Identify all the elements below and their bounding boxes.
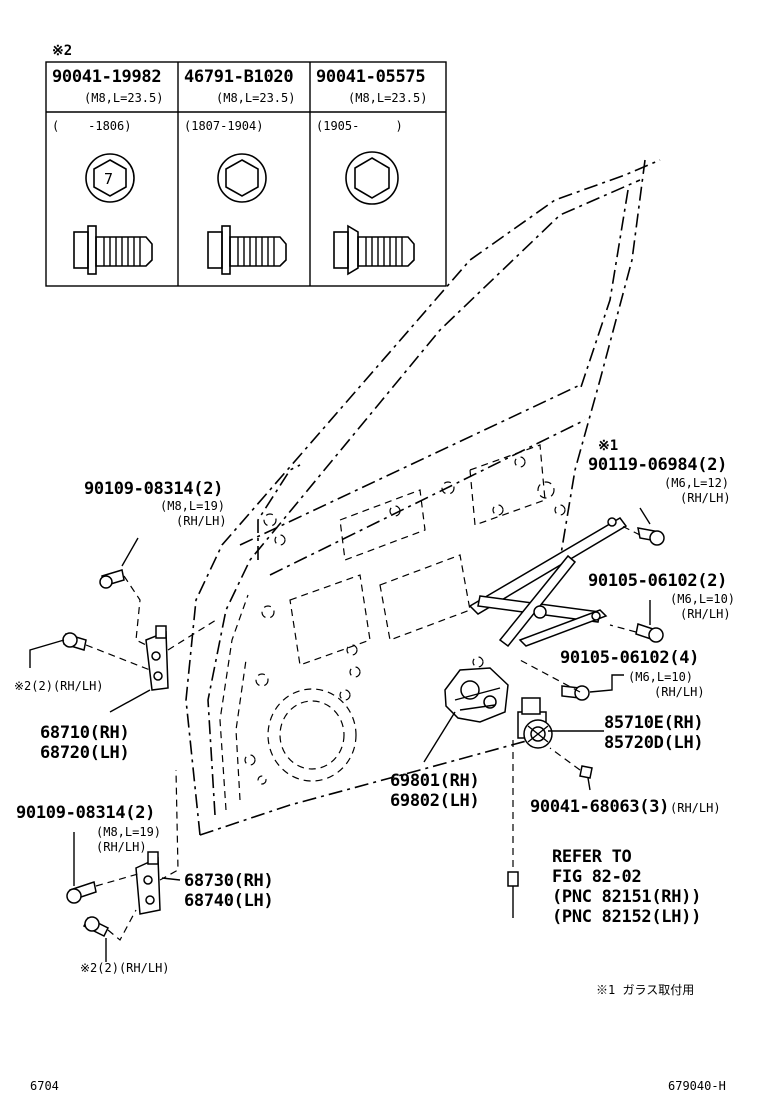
- regulator-arm-upper: [468, 517, 628, 615]
- label-90109a-side: (RH/LH): [176, 514, 227, 528]
- lower-hinge: [135, 851, 161, 915]
- label-90119-side: (RH/LH): [680, 491, 731, 505]
- bolt-note2-lower-icon: [82, 916, 110, 938]
- connector-plug: [507, 871, 519, 918]
- bolt-90105a-icon: [635, 623, 664, 643]
- label-69802: 69802(LH): [390, 791, 479, 811]
- label-90105b-side: (RH/LH): [654, 685, 705, 699]
- label-68740: 68740(LH): [184, 891, 273, 911]
- regulator-arm-cross: [498, 554, 577, 648]
- label-90109-08314-lower: 90109-08314(2): [16, 803, 155, 823]
- label-85710e: 85710E(RH): [604, 713, 703, 733]
- label-90041-68063: 90041-68063(3): [530, 797, 669, 817]
- label-90105-06102-2: 90105-06102(2): [588, 571, 727, 591]
- page-code-right: 679040-H: [668, 1079, 726, 1093]
- bolt-90109-upper-icon: [99, 569, 125, 589]
- label-90109a-spec: (M8,L=19): [160, 499, 225, 513]
- label-90105b-spec: (M6,L=10): [628, 670, 693, 684]
- label-90119-06984: 90119-06984(2): [588, 455, 727, 475]
- bolt-head-mark: 7: [104, 170, 113, 188]
- label-90109b-spec: (M8,L=19): [96, 825, 161, 839]
- part-labels: ※1 90119-06984(2) (M6,L=12) (RH/LH) 9010…: [14, 438, 735, 1093]
- label-note2-upper: ※2(2)(RH/LH): [14, 679, 104, 693]
- label-note2-lower: ※2(2)(RH/LH): [80, 961, 170, 975]
- regulator-motor: [517, 697, 553, 749]
- bolt-side-view-col1-icon: [73, 225, 153, 275]
- label-68710: 68710(RH): [40, 723, 129, 743]
- bolt-90041-icon: [579, 765, 593, 779]
- table-note-mark: ※2: [52, 43, 72, 59]
- table-border: [45, 61, 447, 287]
- refer-to-line1: REFER TO: [552, 847, 632, 867]
- bolt-head-top-view-col3-icon: [345, 151, 399, 205]
- label-68730: 68730(RH): [184, 871, 273, 891]
- page-code-left: 6704: [30, 1079, 59, 1093]
- bolt-head-top-view-col1-icon: 7: [85, 153, 135, 203]
- label-90109-08314-upper: 90109-08314(2): [84, 479, 223, 499]
- bolt-90109-lower-icon: [66, 881, 97, 904]
- col2-spec: (M8,L=23.5): [216, 91, 295, 105]
- bolt-note2-upper-icon: [62, 632, 87, 651]
- window-regulator: [468, 517, 628, 648]
- col3-part-number: 90041-05575: [316, 67, 425, 87]
- footnote-glass: ※1 ガラス取付用: [596, 983, 694, 997]
- glass-note-mark: ※1: [598, 438, 618, 454]
- front-door-outline: [185, 159, 661, 836]
- bolt-variant-table: ※2 90041-19982 (M8,L=23.5) 46791-B1020 (…: [45, 43, 447, 287]
- leader-lines: [29, 507, 651, 962]
- label-68720: 68720(LH): [40, 743, 129, 763]
- col3-spec: (M8,L=23.5): [348, 91, 427, 105]
- col1-part-number: 90041-19982: [52, 67, 161, 87]
- refer-to-line2: FIG 82-02: [552, 867, 641, 887]
- label-90105a-spec: (M6,L=10): [670, 592, 735, 606]
- bolt-90119-icon: [637, 527, 665, 546]
- label-90119-spec: (M6,L=12): [664, 476, 729, 490]
- upper-hinge: [145, 625, 169, 691]
- label-85720d: 85720D(LH): [604, 733, 703, 753]
- door-lock-assembly: [444, 667, 509, 723]
- bolt-side-view-col2-icon: [207, 225, 287, 275]
- bolt-90105b-icon: [561, 685, 590, 701]
- bolt-side-view-col3-icon: [333, 224, 415, 276]
- label-90109b-side: (RH/LH): [96, 840, 147, 854]
- label-69801: 69801(RH): [390, 771, 479, 791]
- col2-date-range: (1807-1904): [184, 119, 263, 133]
- label-90041-side: (RH/LH): [670, 801, 721, 815]
- col1-spec: (M8,L=23.5): [84, 91, 163, 105]
- refer-to-line4: (PNC 82152(LH)): [552, 907, 701, 927]
- label-90105a-side: (RH/LH): [680, 607, 731, 621]
- col3-date-range: (1905- ): [316, 119, 403, 133]
- col2-part-number: 46791-B1020: [184, 67, 293, 87]
- bolt-head-top-view-col2-icon: [217, 153, 267, 203]
- refer-to-line3: (PNC 82151(RH)): [552, 887, 701, 907]
- label-90105-06102-4: 90105-06102(4): [560, 648, 699, 668]
- col1-date-range: ( -1806): [52, 119, 131, 133]
